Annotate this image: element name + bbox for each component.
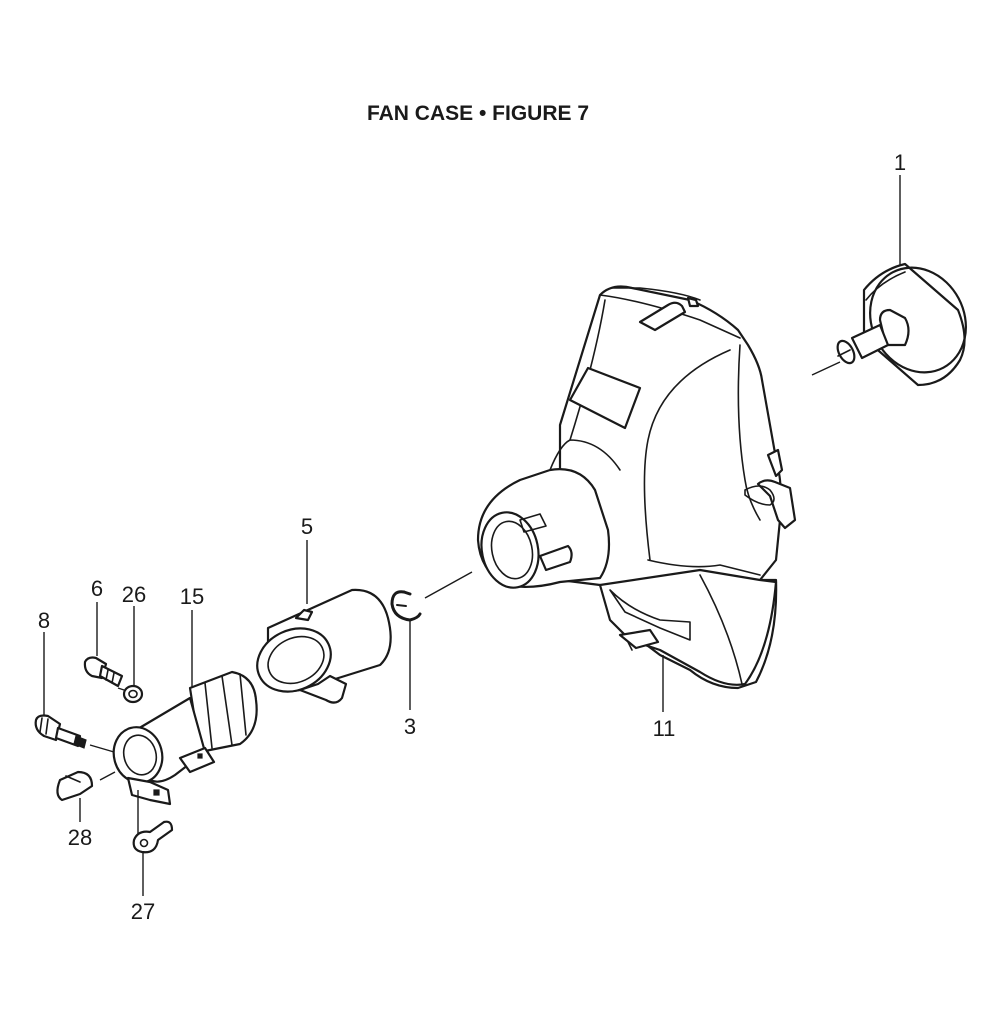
part-6-bolt [83, 656, 124, 688]
callout-labels: 1 5 3 11 15 6 26 8 28 27 [38, 150, 906, 924]
part-28-plate [56, 770, 94, 802]
callout-27: 27 [131, 899, 155, 924]
part-27-terminal [132, 820, 174, 854]
part-1-clutch-drum [836, 262, 967, 387]
callout-leader-lines [43, 175, 901, 896]
callout-1: 1 [894, 150, 906, 175]
part-11-fan-case [476, 285, 797, 690]
figure-title: FAN CASE • FIGURE 7 [367, 102, 589, 125]
callout-5: 5 [301, 514, 313, 539]
assembly-axis-lines [89, 361, 841, 781]
part-3-snap-ring [390, 590, 422, 622]
callout-3: 3 [404, 714, 416, 739]
part-5-tube-clamp [256, 588, 392, 704]
callout-11: 11 [653, 716, 676, 741]
callout-28: 28 [68, 825, 92, 850]
callout-26: 26 [122, 582, 146, 607]
part-8-knob-bolt [34, 714, 87, 749]
part-15-holder [112, 670, 258, 806]
callout-15: 15 [180, 584, 204, 609]
part-26-washer [122, 684, 144, 704]
callout-6: 6 [91, 576, 103, 601]
callout-8: 8 [38, 608, 50, 633]
